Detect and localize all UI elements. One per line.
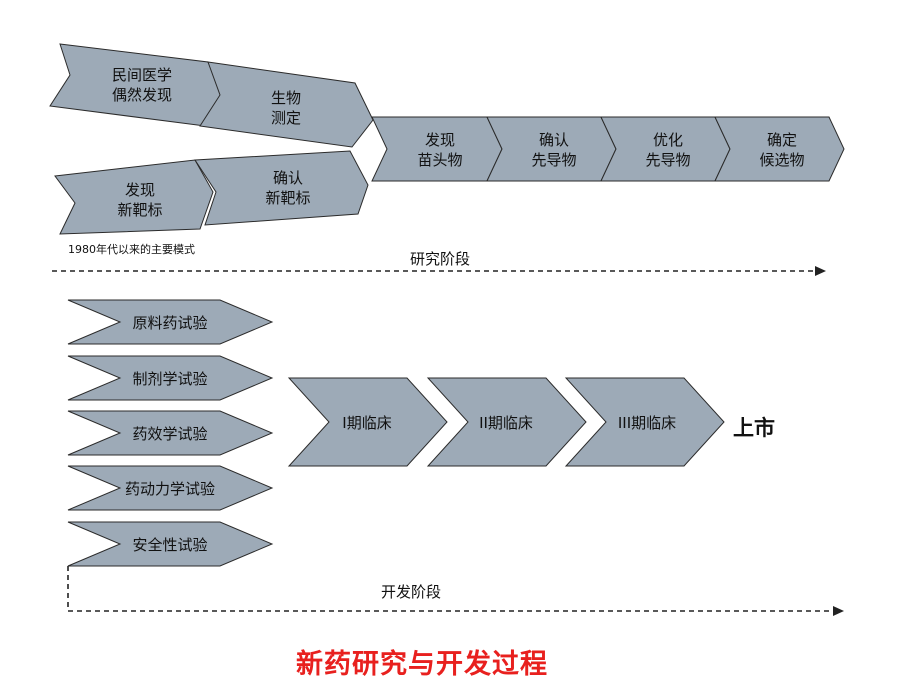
chevron-confirm-target [194, 150, 369, 226]
chevron-pharmacodynamics-test [67, 410, 274, 456]
chevron-formulation-test [67, 355, 274, 401]
chevron-candidate [714, 116, 845, 182]
market-label: 上市 [733, 416, 775, 440]
label-safety-test: 安全性试验 [132, 536, 208, 554]
chevron-safety-test [67, 521, 274, 567]
label-phase-1: I期临床 [342, 414, 392, 432]
label-confirm-leads: 确认先导物 [531, 131, 577, 169]
label-find-target: 发现新靶标 [117, 181, 163, 219]
chevron-bioassay [199, 61, 374, 148]
research-arrow-head [815, 266, 826, 276]
development-stage-label: 开发阶段 [381, 583, 442, 601]
label-pharmacokinetics-test: 药动力学试验 [124, 480, 215, 498]
research-stage-label: 研究阶段 [410, 250, 471, 268]
label-phase-3: III期临床 [617, 414, 677, 432]
label-optimize-leads: 优化先导物 [645, 131, 691, 169]
label-formulation-test: 制剂学试验 [132, 370, 208, 388]
chevron-phase-1 [287, 377, 448, 467]
label-api-test: 原料药试验 [132, 314, 208, 332]
mode-note: 1980年代以来的主要模式 [68, 243, 195, 256]
label-confirm-target: 确认新靶标 [265, 169, 311, 207]
label-folk-medicine: 民间医学偶然发现 [111, 66, 172, 104]
chevron-api-test [67, 299, 274, 345]
label-candidate: 确定候选物 [759, 131, 805, 169]
label-pharmacodynamics-test: 药效学试验 [132, 425, 208, 443]
label-phase-2: II期临床 [479, 414, 533, 432]
chevron-phase-2 [426, 377, 587, 467]
dev-arrow-head [833, 606, 844, 616]
label-find-hits: 发现苗头物 [417, 131, 463, 169]
chevron-phase-3 [564, 377, 725, 467]
chevron-pharmacokinetics-test [67, 465, 274, 511]
page-title: 新药研究与开发过程 [296, 649, 548, 680]
label-bioassay: 生物测定 [270, 89, 301, 127]
